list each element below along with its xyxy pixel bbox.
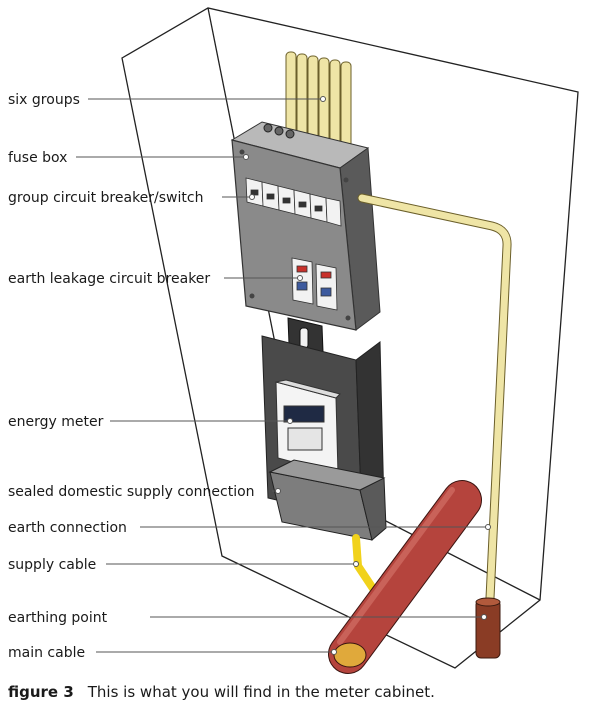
label-sealed-connection: sealed domestic supply connection (8, 484, 255, 500)
energy-meter (276, 380, 340, 474)
label-earthing-point: earthing point (8, 610, 108, 626)
label-main-cable: main cable (8, 645, 85, 661)
label-energy-meter: energy meter (8, 414, 104, 430)
label-earth-leakage: earth leakage circuit breaker (8, 271, 210, 287)
figure-caption: figure 3 This is what you will find in th… (8, 683, 598, 701)
figure-number: figure 3 (8, 683, 74, 701)
label-earth-connection: earth connection (8, 520, 127, 536)
label-group-breaker: group circuit breaker/switch (8, 190, 203, 206)
figure-caption-text: This is what you will find in the meter … (88, 683, 435, 701)
label-six-groups: six groups (8, 92, 80, 108)
label-fuse-box: fuse box (8, 150, 67, 166)
label-supply-cable: supply cable (8, 557, 96, 573)
earthing-rod (476, 598, 500, 658)
meter-cabinet-diagram: six groups fuse box group circuit breake… (0, 0, 606, 680)
